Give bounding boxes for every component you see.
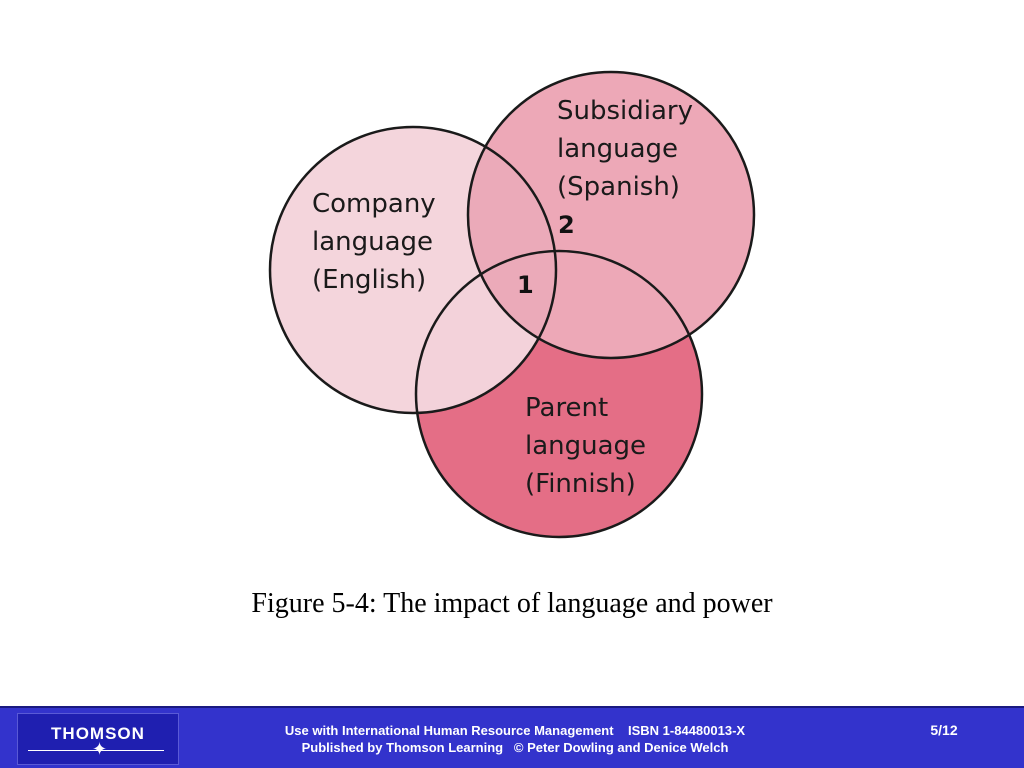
figure-caption: Figure 5-4: The impact of language and p…: [251, 588, 773, 619]
thomson-logo: THOMSON ✦: [17, 713, 179, 765]
logo-divider: [28, 750, 164, 751]
footer-line-2: Published by Thomson Learning © Peter Do…: [301, 740, 729, 755]
logo-text: THOMSON: [51, 724, 145, 743]
overlap-company-parent: [416, 251, 556, 413]
circle-company-outline: [268, 125, 558, 415]
footer-line-1: Use with International Human Resource Ma…: [284, 723, 746, 738]
star-icon: ✦: [92, 739, 108, 759]
subsidiary-label-line3: (Spanish): [557, 172, 680, 202]
region-label-company-subsidiary: 2: [558, 211, 575, 239]
parent-label-line1: Parent: [525, 393, 608, 423]
company-label-line1: Company: [312, 189, 436, 219]
parent-label-line2: language: [525, 431, 646, 461]
region-label-center: 1: [517, 271, 534, 299]
company-label-line2: language: [312, 227, 433, 257]
footer-credits: Use with International Human Resource Ma…: [225, 722, 805, 756]
footer-bar: THOMSON ✦ Use with International Human R…: [0, 706, 1024, 768]
circle-parent-outline: [414, 249, 704, 539]
parent-label-line3: (Finnish): [525, 469, 636, 499]
page-number: 5/12: [930, 722, 958, 738]
circle-subsidiary-outline: [466, 70, 756, 360]
company-label-line3: (English): [312, 265, 426, 295]
subsidiary-label-line1: Subsidiary: [557, 96, 693, 126]
venn-diagram: Company language (English) Subsidiary la…: [268, 70, 756, 539]
subsidiary-label-line2: language: [557, 134, 678, 164]
